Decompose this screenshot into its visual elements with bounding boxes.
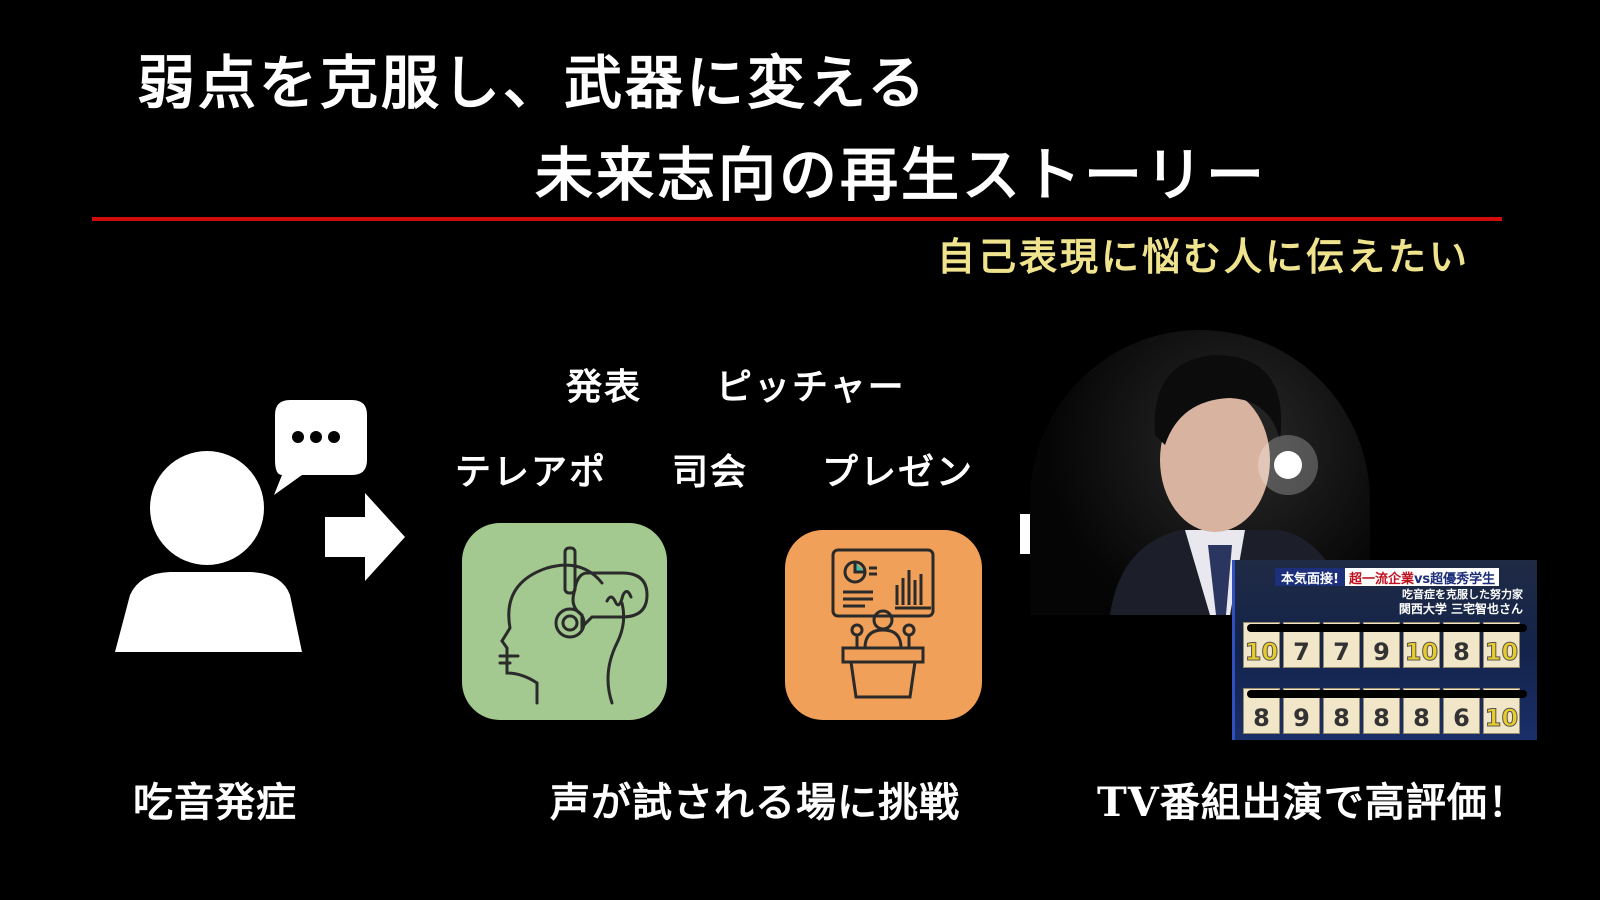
title-line-1: 弱点を克服し、武器に変える	[137, 49, 929, 117]
tv-vs: vs	[1413, 572, 1431, 587]
label-mc: 司会	[672, 451, 749, 493]
tv-score-panel: 本気面接!超一流企業vs超優秀学生 吃音症を克服した努力家 関西大学 三宅智也さ…	[1232, 560, 1537, 740]
label-presentation: 発表	[566, 366, 643, 408]
presentation-tile	[785, 530, 982, 720]
label-presen: プレゼン	[822, 451, 975, 493]
label-teleapo: テレアポ	[455, 451, 608, 493]
caption-stuttering-onset: 吃音発症	[133, 779, 297, 826]
red-divider	[92, 217, 1502, 221]
tv-caption-2: 関西大学 三宅智也さん	[1398, 602, 1523, 616]
caption-challenge: 声が試される場に挑戦	[550, 779, 960, 826]
tv-caption-1: 吃音症を克服した努力家	[1402, 588, 1523, 601]
subtitle: 自己表現に悩む人に伝えたい	[936, 234, 1470, 279]
headset-head-icon	[498, 546, 649, 705]
tv-tag: 本気面接!	[1275, 568, 1345, 587]
podium-presenter-icon	[831, 548, 935, 699]
person-speaking-icon	[115, 400, 367, 652]
headset-tile	[462, 523, 667, 720]
caption-tv-appearance: TV番組出演で高評価！	[1097, 779, 1529, 826]
title-line-2: 未来志向の再生ストーリー	[535, 141, 1268, 209]
score-card: 10	[1483, 622, 1520, 668]
arrow-right-icon	[325, 493, 405, 581]
score-card: 8	[1403, 688, 1440, 734]
tv-headline-a: 超一流企業	[1348, 572, 1414, 587]
label-pitcher: ピッチャー	[716, 366, 906, 408]
tv-headline-b: 超優秀学生	[1430, 572, 1496, 587]
